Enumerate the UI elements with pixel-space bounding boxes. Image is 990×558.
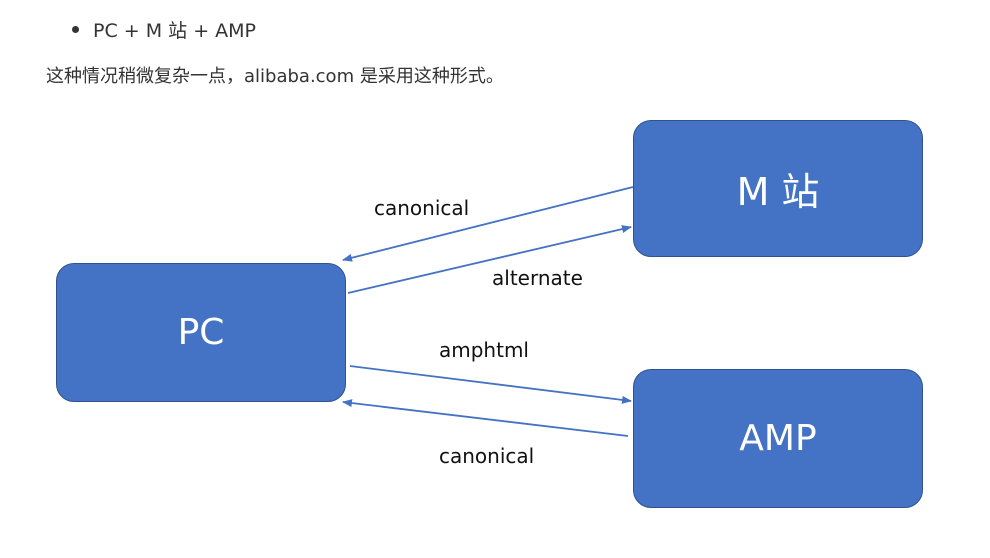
arrow-pc-to-amp [349, 365, 632, 404]
node-m-site-label: M 站 [736, 170, 820, 214]
node-amp-label: AMP [739, 418, 817, 459]
arrow-pc-to-m [347, 225, 632, 294]
edge-label-canonical-m-to-pc: canonical [374, 196, 470, 220]
bullet-dot-icon [72, 25, 79, 33]
bullet-text: PC + M 站 + AMP [93, 19, 257, 42]
bullet-item: PC + M 站 + AMP [72, 14, 256, 44]
node-m-site: M 站 [633, 120, 923, 257]
edge-label-alternate: alternate [492, 266, 583, 290]
node-pc: PC [56, 263, 346, 402]
edge-label-canonical-amp-to-pc: canonical [439, 444, 535, 468]
node-pc-label: PC [177, 312, 225, 353]
edge-label-amphtml: amphtml [439, 338, 529, 362]
node-amp: AMP [633, 369, 923, 508]
arrow-amp-to-pc [342, 399, 629, 437]
arrow-m-to-pc [342, 186, 634, 262]
description-paragraph: 这种情况稍微复杂一点，alibaba.com 是采用这种形式。 [46, 66, 504, 87]
